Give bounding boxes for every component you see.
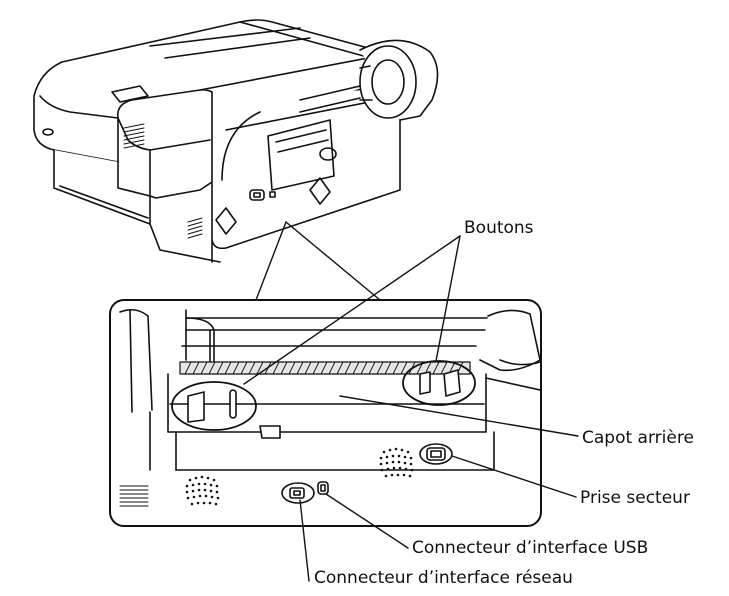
left-buttons xyxy=(187,389,237,423)
printer-body xyxy=(33,19,439,263)
left-buttons-highlight xyxy=(171,381,257,431)
power-inlet xyxy=(419,443,453,465)
label-power-inlet: Prise secteur xyxy=(580,488,690,508)
zoom-lines xyxy=(255,221,381,301)
right-buttons-highlight xyxy=(402,360,476,406)
leader-lines xyxy=(243,235,579,582)
side-vent xyxy=(123,123,145,149)
right-vent-grill xyxy=(379,447,414,478)
label-buttons: Boutons xyxy=(464,218,534,238)
left-vent-grill xyxy=(185,475,220,506)
label-rear-cover: Capot arrière xyxy=(582,428,694,448)
usb-connector xyxy=(317,481,329,495)
right-buttons xyxy=(419,369,461,397)
network-connector xyxy=(281,482,315,504)
label-network-connector: Connecteur d’interface réseau xyxy=(314,568,573,588)
detail-inset xyxy=(109,299,542,527)
label-usb-connector: Connecteur d’interface USB xyxy=(412,538,649,558)
